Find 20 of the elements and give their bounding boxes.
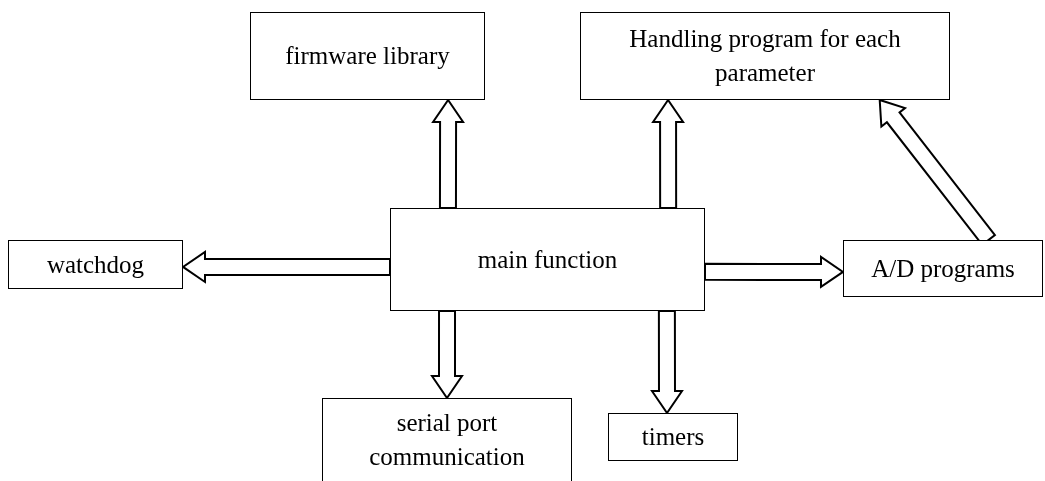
process-box [390, 208, 705, 311]
box-label: A/D programs [871, 253, 1015, 284]
box-label: main function [477, 244, 618, 275]
box-label: timers [641, 422, 705, 453]
block-arrow [650, 310, 684, 415]
block-arrow [431, 98, 465, 209]
block-arrow [181, 250, 391, 284]
process-box [608, 413, 738, 461]
process-box [322, 398, 572, 481]
process-box [250, 12, 485, 100]
block-arrow [430, 310, 464, 400]
block-arrow [704, 255, 845, 289]
process-box [580, 12, 950, 100]
process-box [843, 240, 1043, 297]
box-label: watchdog [46, 249, 145, 280]
process-box [8, 240, 183, 289]
box-label: serial port communication [368, 408, 526, 472]
box-label: firmware library [285, 41, 450, 72]
block-arrow [651, 98, 685, 209]
box-label: Handling program for each parameter [628, 24, 902, 88]
